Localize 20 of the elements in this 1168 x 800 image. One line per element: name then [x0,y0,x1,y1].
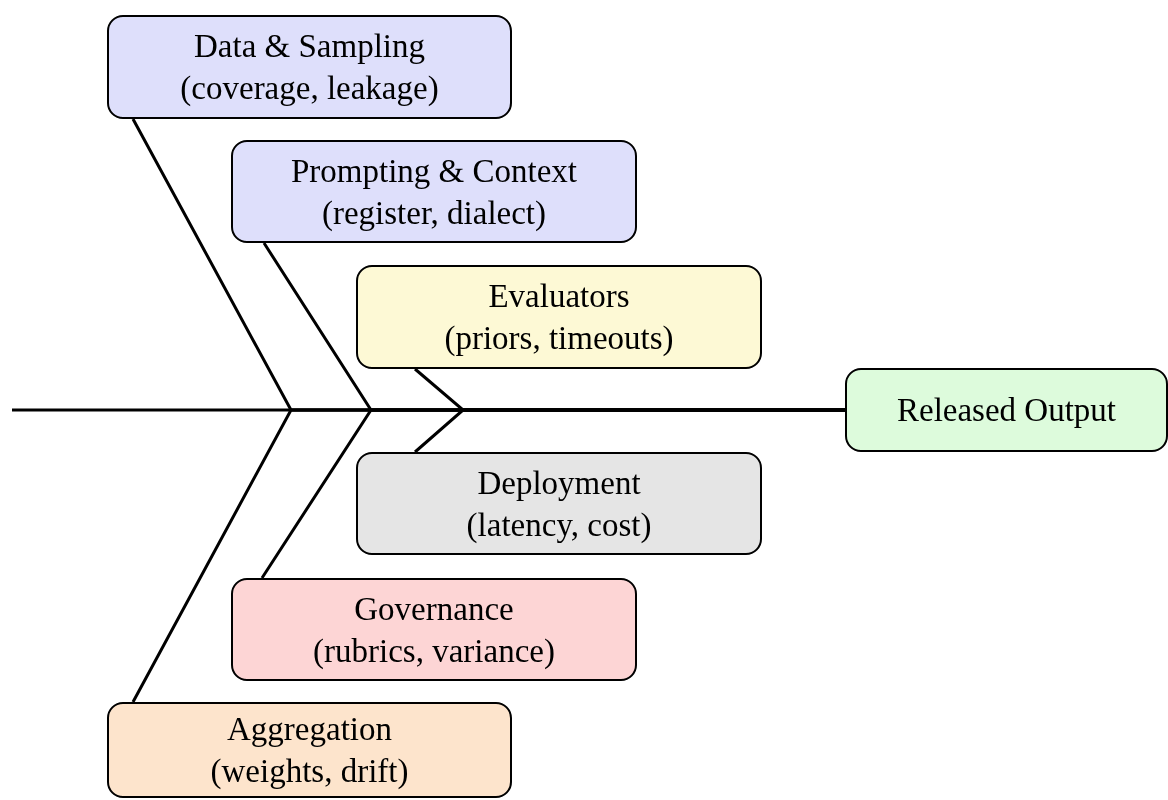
node-subtitle: (priors, timeouts) [444,319,674,358]
cause-box [231,140,637,243]
cause-box [356,265,762,369]
cause-box [231,578,637,681]
node-subtitle: (register, dialect) [321,193,547,233]
node-title: Evaluators [488,277,630,316]
node-title: Prompting & Context [291,151,577,191]
cause-box [107,15,512,119]
cause-box [107,702,512,798]
node-title: Deployment [477,463,641,503]
node-title: Data & Sampling [194,27,425,66]
node-subtitle: (coverage, leakage) [180,69,439,108]
node-title: Released Output [897,391,1116,430]
effect-box [845,368,1168,452]
node-subtitle: (rubrics, variance) [313,631,555,671]
cause-box [356,452,762,555]
node-subtitle: (latency, cost) [466,505,652,545]
node-subtitle: (weights, drift) [210,752,409,791]
node-title: Governance [354,589,514,629]
node-title: Aggregation [227,710,392,749]
